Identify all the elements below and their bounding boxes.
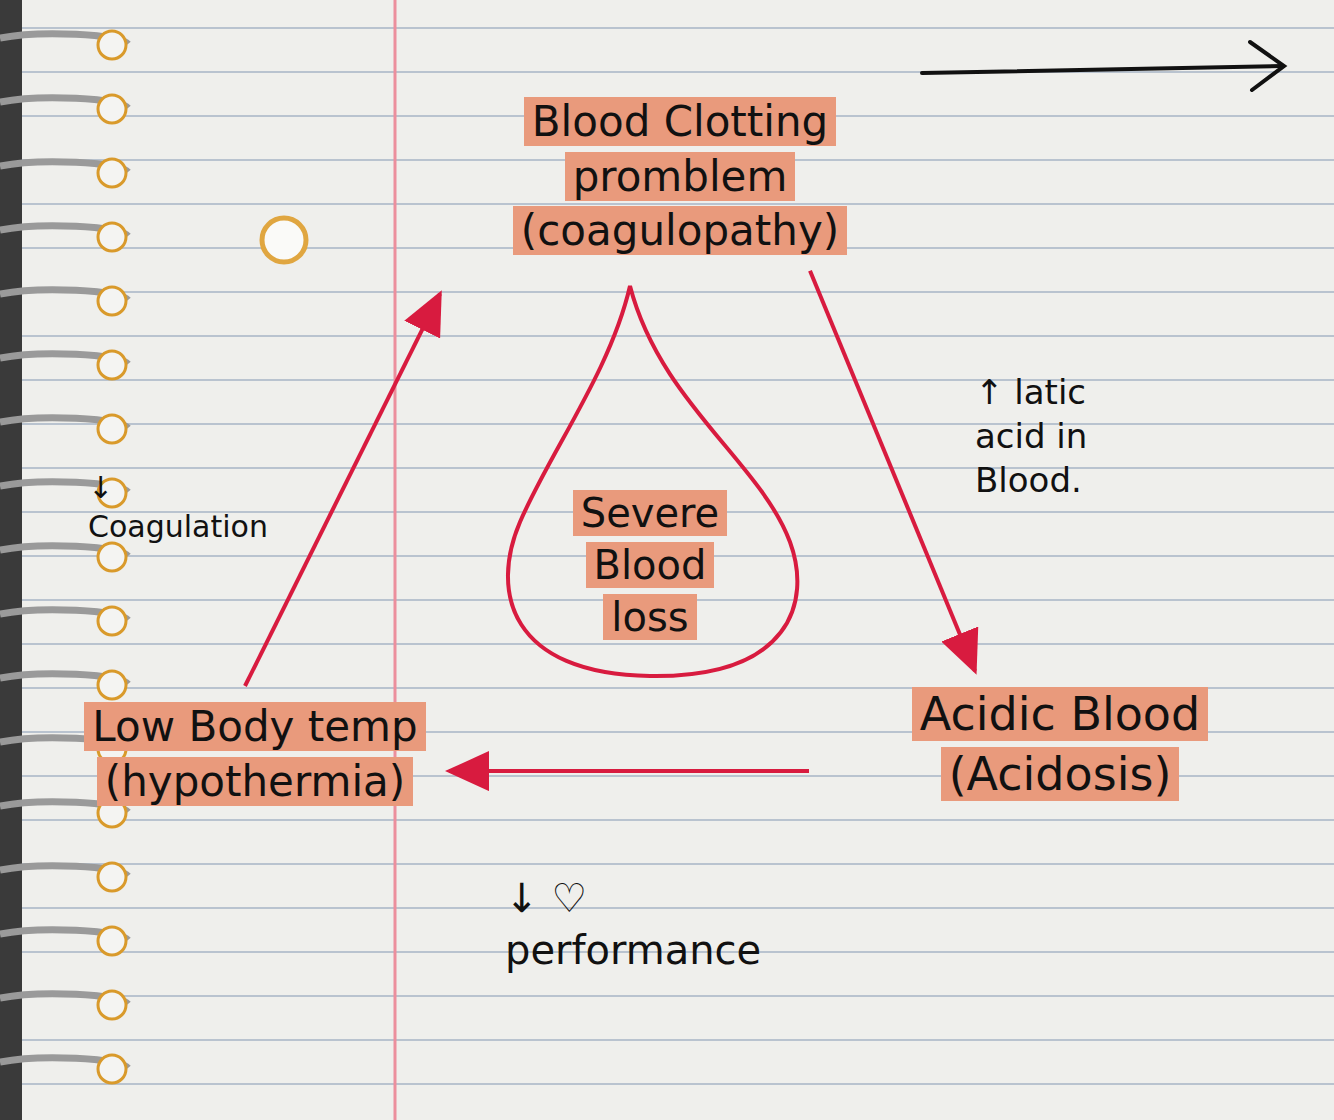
drop-text-area: Severe Blood loss bbox=[550, 282, 750, 643]
text-line-group: Severe Blood loss bbox=[550, 487, 750, 643]
highlighted-term: Low Body temp (hypothermia) bbox=[75, 700, 435, 809]
cycle-arrow bbox=[449, 769, 809, 773]
ruled-lines bbox=[0, 28, 1334, 1084]
text-line-group: Low Body temp (hypothermia) bbox=[75, 700, 435, 809]
highlighted-term: Acidic Blood (Acidosis) bbox=[825, 685, 1295, 805]
top-arrow bbox=[922, 42, 1284, 90]
text-line-group: Acidic Blood (Acidosis) bbox=[825, 685, 1295, 805]
highlighted-term: Blood Clotting promblem (coagulopathy) bbox=[460, 95, 900, 259]
highlighted-text: Low Body temp (hypothermia) bbox=[84, 702, 425, 806]
reinforced-hole bbox=[262, 218, 306, 262]
cycle-arrow bbox=[245, 294, 440, 686]
highlighted-text: Blood Clotting promblem (coagulopathy) bbox=[513, 97, 847, 255]
drop-path bbox=[508, 286, 797, 676]
highlighted-text: Severe Blood loss bbox=[573, 490, 727, 640]
edge-note: ↓ ♡ performance bbox=[505, 872, 795, 976]
highlighted-text: Acidic Blood (Acidosis) bbox=[912, 687, 1208, 801]
spiral-coils bbox=[0, 34, 128, 1068]
edge-note: ↑ latic acid in Blood. bbox=[975, 370, 1145, 503]
cycle-arrow bbox=[810, 271, 975, 671]
blood-drop: Severe Blood loss bbox=[490, 282, 810, 680]
margin-line bbox=[394, 0, 397, 1120]
text-line-group: Blood Clotting promblem (coagulopathy) bbox=[460, 95, 900, 259]
edge-note: ↓ Coagulation bbox=[88, 468, 278, 546]
punch-holes bbox=[98, 31, 126, 1083]
